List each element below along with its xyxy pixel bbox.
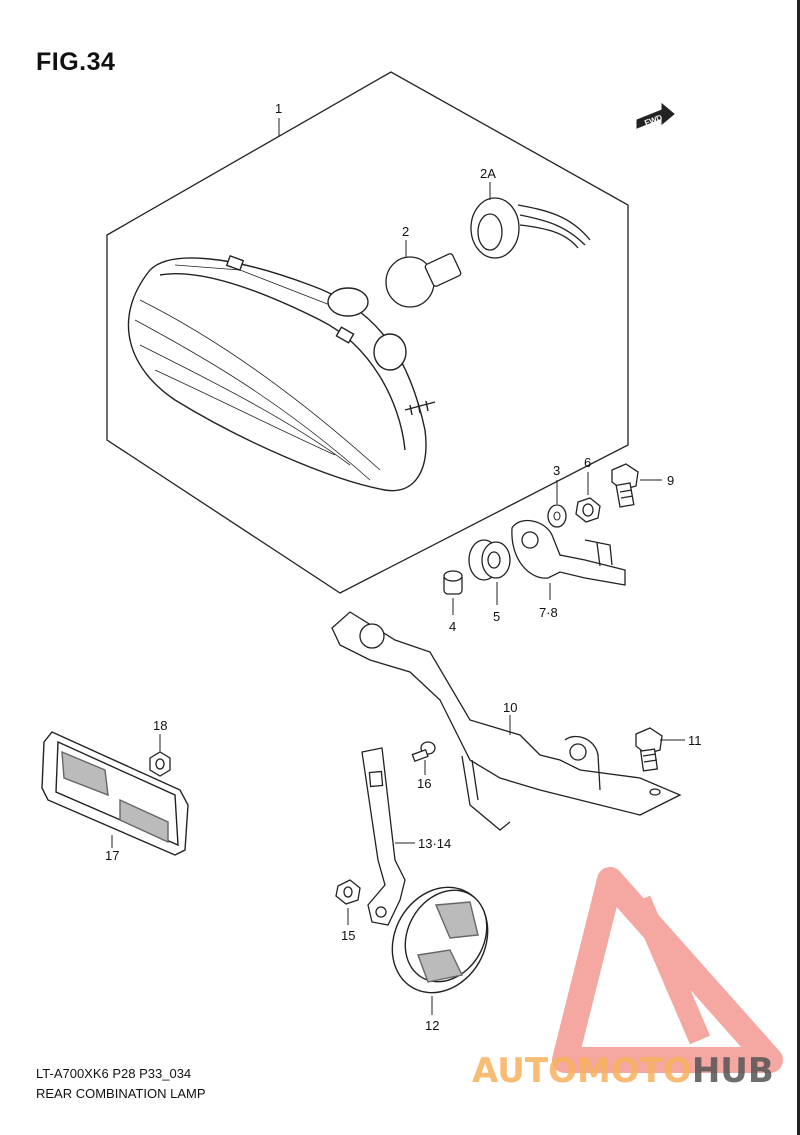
callout-3: 3: [553, 463, 560, 478]
callout-17: 17: [105, 848, 119, 863]
callout-9: 9: [667, 473, 674, 488]
callout-11: 11: [688, 733, 702, 748]
forward-direction-badge: FWD: [636, 102, 675, 129]
fwd-label: FWD: [643, 113, 663, 128]
reflector-nut-small: [149, 751, 171, 777]
lamp-housing: [127, 255, 436, 492]
rectangular-reflector: [41, 731, 189, 856]
callout-13-14: 13·14: [418, 836, 451, 851]
nut: [575, 497, 601, 523]
watermark-logo: [552, 867, 783, 1073]
bulb: [385, 253, 462, 308]
mounting-bolt: [635, 727, 663, 772]
screw: [411, 741, 436, 762]
bulb-socket: [470, 197, 591, 259]
bolt: [611, 463, 639, 508]
callout-1: 1: [275, 101, 282, 116]
figure-code: LT-A700XK6 P28 P33_034: [36, 1066, 192, 1081]
callout-labels: 1 2A 2 3 6 9 4 5 7·8 10 11 18 16 17 13·1…: [105, 101, 702, 1033]
callout-10: 10: [503, 700, 517, 715]
lamp-bracket: [511, 519, 626, 586]
callout-15: 15: [341, 928, 355, 943]
svg-text:AUTOMOTOHUB: AUTOMOTOHUB: [472, 1051, 774, 1091]
watermark-text-b: HUB: [692, 1051, 774, 1091]
lamp-assembly-box: [106, 71, 629, 594]
reflector-bracket: [361, 747, 406, 926]
reflector-nut: [335, 879, 361, 905]
callout-5: 5: [493, 609, 500, 624]
callout-16: 16: [417, 776, 431, 791]
grommet: [468, 539, 511, 581]
watermark-text: AUTOMOTOHUB: [472, 1051, 774, 1091]
callout-18: 18: [153, 718, 167, 733]
figure-name: REAR COMBINATION LAMP: [36, 1086, 206, 1101]
figure-title: FIG.34: [36, 48, 116, 76]
callout-2a: 2A: [480, 166, 496, 181]
callout-4: 4: [449, 619, 456, 634]
collar: [443, 570, 463, 595]
callout-2: 2: [402, 224, 409, 239]
callout-6: 6: [584, 455, 591, 470]
main-bracket: [331, 611, 682, 831]
callout-7-8: 7·8: [539, 605, 558, 620]
page-border-right: [797, 0, 800, 1135]
round-reflector: [391, 886, 489, 994]
callout-12: 12: [425, 1018, 439, 1033]
leader-lines: [111, 118, 685, 1015]
watermark-text-a: AUTOMOTO: [472, 1051, 692, 1091]
